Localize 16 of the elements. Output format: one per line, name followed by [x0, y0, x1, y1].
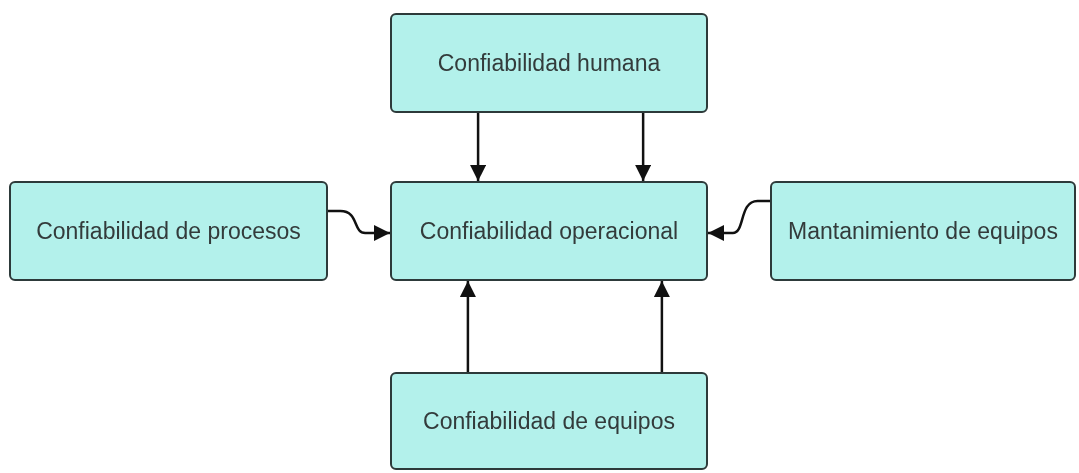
arrow: [470, 113, 487, 181]
arrow: [653, 281, 670, 372]
box-label: Confiabilidad de equipos: [423, 407, 675, 436]
box-label: Confiabilidad operacional: [419, 217, 679, 246]
arrow: [708, 199, 770, 241]
arrow: [459, 281, 476, 372]
box-label: Confiabilidad humana: [437, 49, 661, 78]
box-label: Confiabilidad de procesos: [36, 217, 301, 246]
arrow: [328, 209, 390, 241]
process-box: [9, 181, 328, 281]
process-box: [390, 181, 708, 281]
process-box: [390, 13, 708, 113]
box-label: Mantanimiento de equipos: [788, 217, 1058, 246]
arrow: [635, 113, 652, 181]
process-box: [390, 372, 708, 470]
process-box: [770, 181, 1076, 281]
